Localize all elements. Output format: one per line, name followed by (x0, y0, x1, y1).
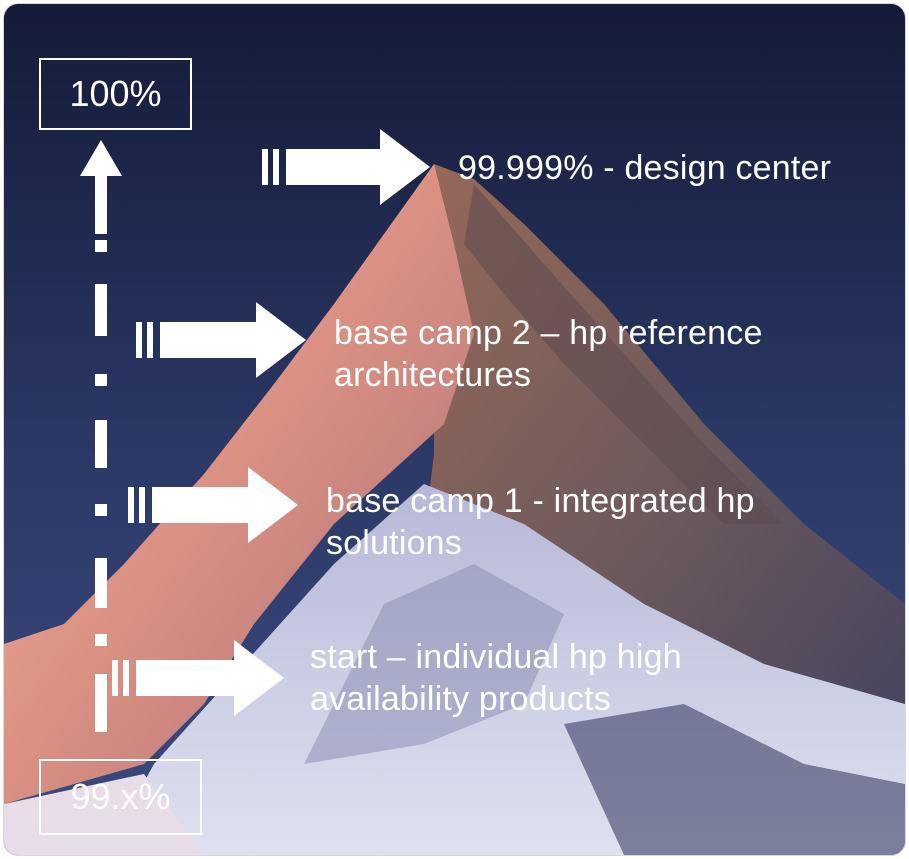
top-level-label: 100% (69, 73, 162, 114)
axis-dash (95, 420, 107, 468)
step-label-line: architectures (334, 356, 532, 394)
step-label-line: solutions (326, 524, 462, 562)
step-label-line: start – individual hp high (310, 638, 682, 676)
axis-dash (95, 634, 107, 646)
progress-axis-arrow (80, 140, 122, 732)
step-arrow-design-center (262, 129, 430, 205)
axis-dash (95, 284, 107, 336)
axis-dash (95, 240, 107, 252)
axis-dash (95, 558, 107, 608)
bottom-level-label: 99.x% (70, 776, 171, 817)
bottom-level-box: 99.x% (39, 759, 202, 835)
step-label-line: base camp 1 - integrated hp (326, 482, 755, 520)
step-label-start: start – individual hp high availability … (310, 636, 682, 720)
mountain-photo (4, 4, 905, 855)
step-arrow-base-camp-2 (136, 302, 306, 378)
step-arrow-start (112, 640, 284, 716)
axis-dash (95, 176, 107, 234)
step-label-design-center: 99.999% - design center (458, 147, 831, 189)
step-label-base-camp-2: base camp 2 – hp reference architectures (334, 312, 763, 396)
top-level-box: 100% (39, 58, 192, 130)
axis-dash (95, 504, 107, 516)
axis-arrowhead (80, 140, 122, 176)
step-label-line: 99.999% - design center (458, 149, 832, 187)
step-label-line: availability products (310, 680, 611, 718)
step-label-base-camp-1: base camp 1 - integrated hp solutions (326, 480, 755, 564)
slide-frame: 100% 99.x% 99.999% - design center base … (4, 4, 905, 855)
step-arrow-base-camp-1 (128, 467, 298, 543)
axis-dash (95, 674, 107, 732)
step-label-line: base camp 2 – hp reference (334, 314, 763, 352)
axis-dash (95, 374, 107, 386)
